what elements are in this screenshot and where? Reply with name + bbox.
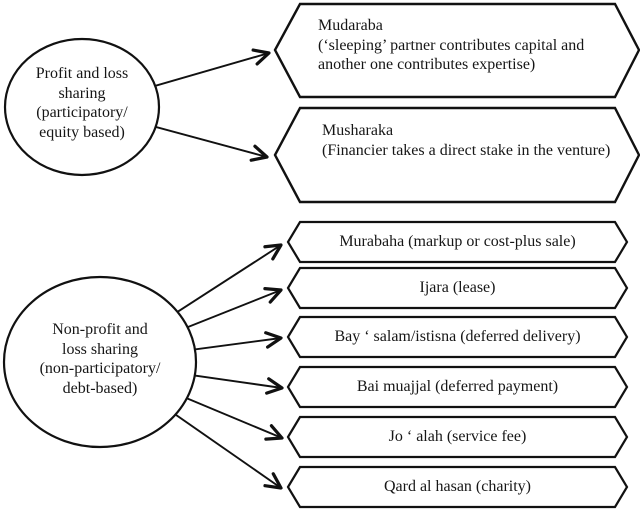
- instrument-title: Musharaka: [322, 122, 394, 139]
- label-line: loss sharing: [62, 340, 138, 358]
- instrument-label: Ijara (lease): [419, 279, 496, 297]
- instrument-desc: (Financier takes a direct stake in the v…: [322, 141, 611, 159]
- label-line: equity based): [39, 123, 125, 141]
- box-jo-alah: [286, 415, 629, 459]
- label-murabaha: Murabaha (markup or cost-plus sale): [288, 222, 627, 262]
- label-mudaraba: Mudaraba (‘sleeping’ partner contributes…: [318, 16, 608, 75]
- label-jo-alah: Jo ‘ alah (service fee): [288, 417, 627, 457]
- box-musharaka: [273, 106, 640, 204]
- label-bai-muajjal: Bai muajjal (deferred payment): [288, 367, 627, 407]
- instrument-label: Bay ‘ salam/istisna (deferred delivery): [334, 328, 581, 346]
- label-line: debt-based): [62, 379, 138, 397]
- label-line: Non-profit and: [52, 321, 148, 338]
- box-bai-muajjal: [286, 365, 629, 409]
- label-profit-loss-sharing: Profit and loss sharing (participatory/ …: [2, 64, 162, 142]
- label-line: (participatory/: [36, 104, 128, 121]
- box-qard-al-hasan: [286, 465, 629, 509]
- label-musharaka: Musharaka (Financier takes a direct stak…: [322, 121, 612, 160]
- instrument-title: Mudaraba: [318, 17, 383, 34]
- box-bay-salam-istisna: [286, 315, 629, 359]
- instrument-desc: (‘sleeping’ partner contributes capital …: [318, 36, 585, 74]
- label-line: Profit and loss: [35, 65, 129, 82]
- label-line: sharing: [58, 84, 106, 102]
- instrument-label: Jo ‘ alah (service fee): [388, 428, 527, 446]
- oval-profit-loss-sharing: [3, 37, 161, 177]
- label-line: (non-participatory/: [39, 360, 161, 377]
- instrument-label: Bai muajjal (deferred payment): [356, 378, 559, 396]
- oval-non-profit-loss-sharing: [2, 275, 198, 449]
- box-mudaraba: [273, 2, 640, 99]
- instrument-label: Qard al hasan (charity): [383, 478, 532, 496]
- instrument-label: Murabaha (markup or cost-plus sale): [339, 233, 576, 251]
- label-qard-al-hasan: Qard al hasan (charity): [288, 467, 627, 507]
- label-non-profit-loss-sharing: Non-profit and loss sharing (non-partici…: [5, 320, 195, 398]
- box-ijara: [286, 266, 629, 310]
- box-murabaha: [286, 220, 629, 264]
- label-bay-salam-istisna: Bay ‘ salam/istisna (deferred delivery): [288, 317, 627, 357]
- label-ijara: Ijara (lease): [288, 268, 627, 308]
